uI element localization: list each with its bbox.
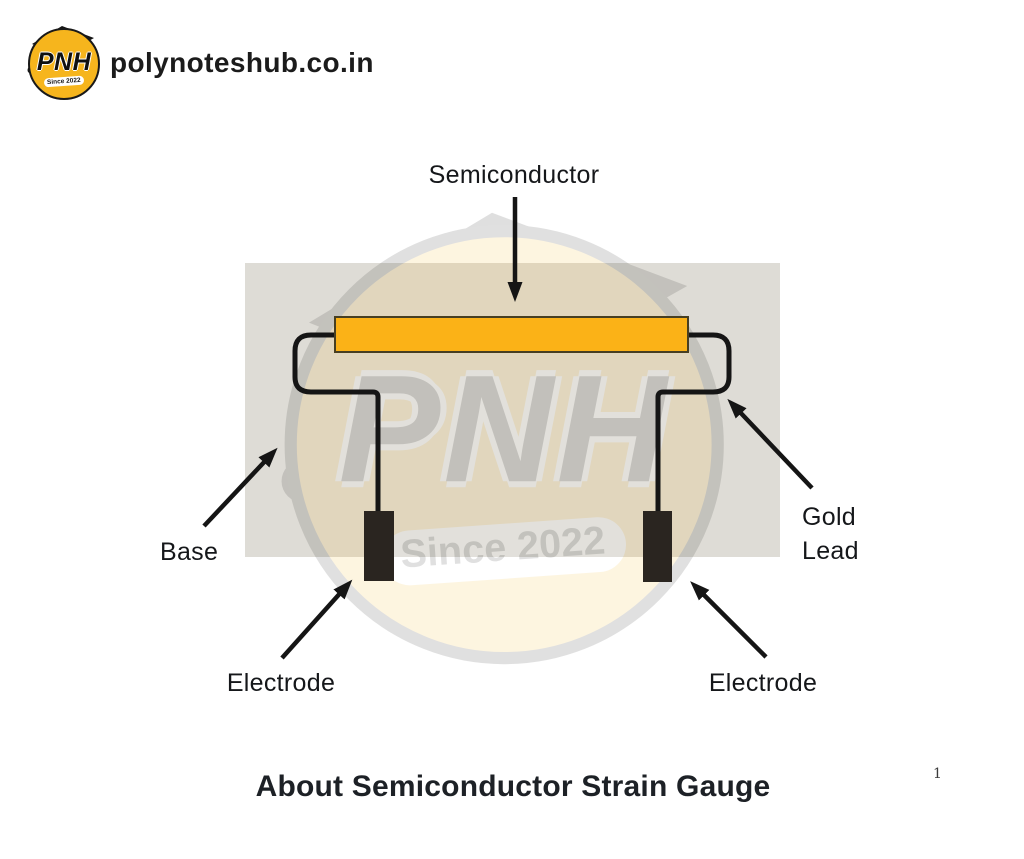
page-number: 1 xyxy=(933,766,942,782)
base-plate xyxy=(245,263,780,557)
electrode-right-arrow xyxy=(690,581,768,659)
semiconductor-label: Semiconductor xyxy=(428,161,600,189)
logo-circle: PNH Since 2022 xyxy=(28,28,100,100)
header: PNH Since 2022 polynoteshub.co.in xyxy=(22,18,373,114)
electrode-left-arrow xyxy=(280,579,353,660)
page-title: About Semiconductor Strain Gauge xyxy=(255,770,771,803)
gold-lead-label-line1: Gold xyxy=(802,503,857,531)
base-label: Base xyxy=(160,538,219,566)
site-logo: PNH Since 2022 xyxy=(22,18,106,114)
gold-lead-label-line2: Lead xyxy=(802,537,859,565)
gold-lead-label: Gold Lead xyxy=(802,500,859,568)
logo-acronym-text: PNH xyxy=(36,47,92,76)
electrode-left-label: Electrode xyxy=(226,669,336,697)
site-name: polynoteshub.co.in xyxy=(110,47,374,78)
logo-tagline-text: Since 2022 xyxy=(43,75,85,87)
electrode-right-label: Electrode xyxy=(708,669,818,697)
